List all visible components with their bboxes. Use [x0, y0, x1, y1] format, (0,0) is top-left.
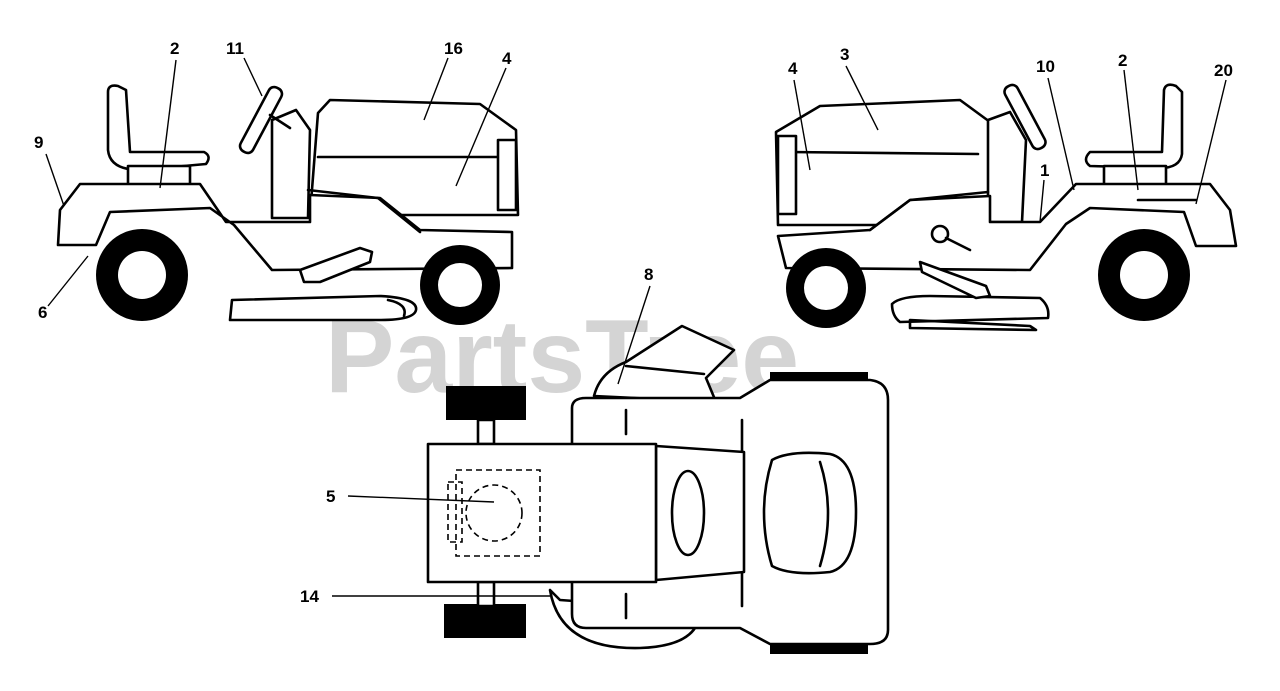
- callout-3: 3: [840, 45, 849, 64]
- callout-numbers: 9 2 11 16 4 6 4 3 10 2 20 1 8 5 14: [34, 39, 1233, 606]
- callout-2-left: 2: [170, 39, 179, 58]
- left-rear-wheel: [96, 229, 188, 321]
- right-hood-line: [786, 150, 980, 156]
- right-body: [776, 182, 1238, 272]
- top-seat-adjuster: [447, 481, 463, 543]
- right-mower-deck: [890, 294, 1050, 324]
- right-dash: [986, 110, 1028, 224]
- right-seat: [1084, 83, 1184, 170]
- top-hood-dome: [670, 469, 706, 557]
- left-front-wheel: [420, 245, 500, 325]
- left-body-line: [306, 188, 422, 234]
- top-discharge-chute: [592, 324, 736, 404]
- top-bumper-line: [818, 460, 830, 568]
- leader-lines: [45, 57, 1227, 597]
- right-pedal: [918, 260, 992, 300]
- right-body-line: [868, 190, 990, 232]
- callout-14: 14: [300, 587, 319, 606]
- callout-4-right: 4: [788, 59, 798, 78]
- callout-4-left: 4: [502, 49, 512, 68]
- right-grille: [776, 134, 798, 216]
- right-side-view: [774, 83, 1238, 332]
- left-deck-chute: [386, 298, 406, 318]
- left-steering-column: [268, 113, 292, 130]
- top-rear-left-tire: [446, 386, 526, 420]
- right-deck-skirt: [908, 318, 1038, 332]
- top-seat-outline: [455, 469, 541, 557]
- top-chute-line: [624, 364, 706, 376]
- callout-5: 5: [326, 487, 335, 506]
- callout-6: 6: [38, 303, 47, 322]
- left-body: [56, 182, 514, 272]
- top-seat-cushion: [465, 484, 523, 542]
- top-front-bumper: [762, 451, 858, 575]
- top-rear-axle-lower: [476, 580, 496, 608]
- left-pedal: [298, 246, 374, 284]
- callout-16: 16: [444, 39, 463, 58]
- right-front-wheel: [786, 248, 866, 328]
- left-side-view: [56, 84, 520, 325]
- top-rear-right-tire: [444, 604, 526, 638]
- callout-10: 10: [1036, 57, 1055, 76]
- callout-1: 1: [1040, 161, 1049, 180]
- left-dash: [270, 108, 312, 220]
- callout-2-right: 2: [1118, 51, 1127, 70]
- left-seat: [106, 84, 210, 172]
- callout-20: 20: [1214, 61, 1233, 80]
- right-lever: [944, 236, 972, 252]
- top-rear-axle-upper: [476, 418, 496, 446]
- callout-11: 11: [226, 39, 244, 58]
- callout-9: 9: [34, 133, 43, 152]
- right-steering-wheel: [1003, 83, 1047, 151]
- left-mower-deck: [228, 294, 418, 322]
- top-view: [426, 324, 890, 654]
- top-fender: [426, 442, 658, 584]
- right-lever-knob: [930, 224, 950, 244]
- left-grille: [496, 138, 518, 212]
- right-rear-wheel: [1098, 229, 1190, 321]
- left-steering-wheel: [238, 85, 284, 155]
- callout-8: 8: [644, 265, 653, 284]
